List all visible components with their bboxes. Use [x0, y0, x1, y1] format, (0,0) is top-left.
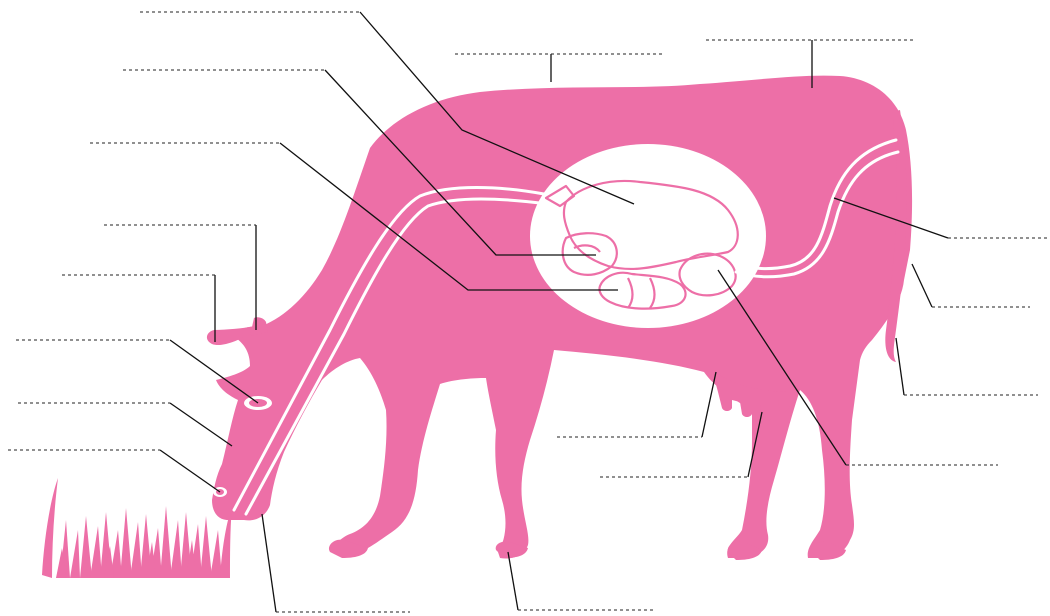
stomach-area	[530, 144, 766, 328]
leader-17	[912, 264, 932, 307]
cow-body	[212, 76, 912, 559]
cow-silhouette	[207, 76, 912, 560]
leader-18	[896, 338, 904, 395]
leader-12	[508, 552, 518, 610]
leader-11	[262, 514, 276, 612]
abdominal-cavity	[530, 144, 766, 328]
grass	[42, 478, 232, 578]
leader-13	[702, 372, 716, 437]
leader-10	[160, 450, 220, 492]
leader-9	[170, 403, 232, 446]
